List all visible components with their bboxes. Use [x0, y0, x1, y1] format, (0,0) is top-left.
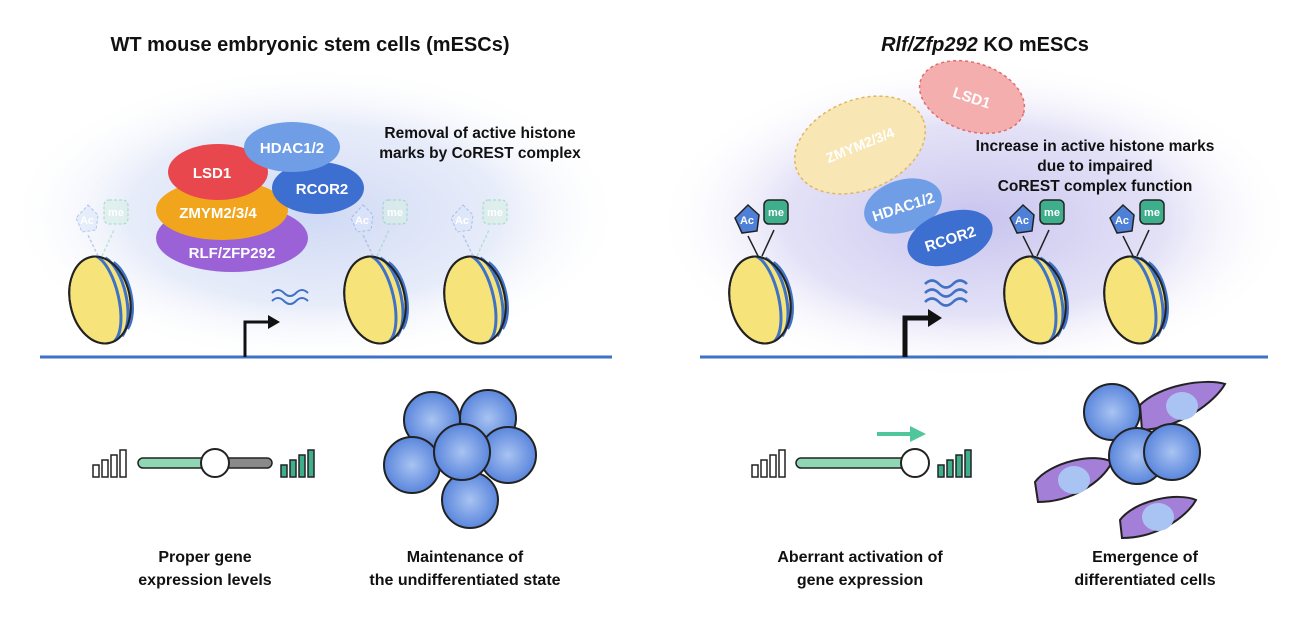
right-expression-slider	[751, 426, 972, 478]
tss-arrow-icon	[902, 315, 930, 357]
slider-knob	[900, 448, 930, 478]
me-mark	[1039, 199, 1065, 225]
annotation-line: Removal of active histone	[384, 125, 576, 142]
rlf-label: RLF/ZFP292	[189, 245, 276, 262]
hdac-label: HDAC1/2	[260, 140, 324, 157]
zmym-subunit	[156, 180, 288, 240]
caption-line: Proper gene	[158, 549, 252, 566]
me-mark-faded	[382, 199, 408, 225]
caption-line: differentiated cells	[1074, 572, 1216, 589]
left-annotation: Removal of active histone marks by CoRES…	[355, 124, 605, 164]
annotation-line: due to impaired	[1037, 158, 1153, 175]
ac-mark-faded	[450, 204, 474, 233]
transcript-wave-icon	[271, 289, 309, 297]
annotation-line: Increase in active histone marks	[975, 138, 1215, 155]
lsd1-label: LSD1	[193, 165, 231, 182]
caption-differentiated-cells: Emergence of differentiated cells	[1030, 546, 1260, 592]
me-mark-label: me	[768, 207, 784, 219]
transcript-wave-icon	[924, 279, 968, 289]
caption-undifferentiated-state: Maintenance of the undifferentiated stat…	[335, 546, 595, 592]
differentiated-cells	[1033, 380, 1227, 540]
me-mark-label: me	[487, 207, 503, 219]
left-panel-title: WT mouse embryonic stem cells (mESCs)	[110, 34, 510, 56]
ac-mark	[1109, 203, 1135, 234]
active-marks	[734, 199, 1165, 257]
stem-cell	[1083, 383, 1141, 441]
caption-line: the undifferentiated state	[369, 572, 561, 589]
gene-name-italic: Rlf/Zfp292	[881, 34, 978, 56]
ac-mark-label: Ac	[740, 215, 754, 227]
tss-arrowhead-icon	[928, 309, 942, 327]
caption-aberrant-activation: Aberrant activation of gene expression	[745, 546, 975, 592]
faded-marks	[75, 199, 508, 257]
annotation-line: CoREST complex function	[997, 178, 1193, 195]
zmym-label: ZMYM2/3/4	[179, 205, 257, 222]
ac-mark-label: Ac	[1115, 215, 1129, 227]
caption-proper-expression: Proper gene expression levels	[90, 546, 320, 592]
shift-arrowhead-icon	[910, 426, 926, 442]
title-rest: KO mESCs	[977, 34, 1089, 56]
ac-mark-label: Ac	[80, 215, 94, 227]
right-panel-title: Rlf/Zfp292 KO mESCs	[690, 34, 1280, 57]
caption-line: Aberrant activation of	[777, 549, 943, 566]
me-mark-faded	[103, 199, 129, 225]
me-mark	[1139, 199, 1165, 225]
lsd1-subunit-dissociated	[918, 59, 1026, 135]
me-mark-label: me	[1044, 207, 1060, 219]
transcript-wave-icon	[924, 288, 968, 298]
me-mark	[763, 199, 789, 225]
ac-mark	[734, 203, 760, 234]
caption-line: expression levels	[138, 572, 272, 589]
right-chromatin: Ac me Ac me Ac me	[700, 199, 1268, 359]
rcor2-label: RCOR2	[296, 181, 349, 198]
left-chromatin: Ac me Ac me Ac me	[40, 199, 612, 359]
tss-arrowhead-icon	[268, 315, 280, 329]
rcor2-subunit	[907, 209, 993, 267]
caption-line: Emergence of	[1092, 549, 1198, 566]
ac-mark-label: Ac	[455, 215, 469, 227]
left-expression-slider	[92, 448, 315, 478]
corest-complex-wt: RLF/ZFP292 ZMYM2/3/4 LSD1 RCOR2 HDAC1/2	[156, 122, 364, 272]
corest-complex-ko: ZMYM2/3/4 LSD1 HDAC1/2 RCOR2	[793, 59, 1026, 267]
annotation-line: marks by CoREST complex	[379, 145, 581, 162]
stem-cell-cluster	[383, 389, 537, 529]
tss-arrow-icon	[243, 320, 268, 357]
me-mark-faded	[482, 199, 508, 225]
me-mark-label: me	[1144, 207, 1160, 219]
slider-knob	[200, 448, 230, 478]
stem-cell	[1143, 423, 1201, 481]
caption-line: Maintenance of	[406, 549, 524, 566]
zmym-subunit-dissociated	[793, 95, 927, 195]
ac-mark-label: Ac	[355, 215, 369, 227]
lsd1-subunit	[168, 144, 268, 200]
ac-mark-faded	[75, 204, 99, 233]
ac-mark-label: Ac	[1015, 215, 1029, 227]
ac-mark-faded	[350, 204, 374, 233]
hdac-subunit	[244, 122, 340, 172]
me-mark-label: me	[108, 207, 124, 219]
ac-mark	[1009, 203, 1035, 234]
me-mark-label: me	[387, 207, 403, 219]
rcor2-subunit	[272, 162, 364, 214]
caption-line: gene expression	[796, 572, 924, 589]
hdac-subunit	[864, 178, 942, 234]
transcript-wave-icon	[271, 297, 309, 305]
transcript-wave-icon	[924, 297, 968, 307]
right-annotation: Increase in active histone marks due to …	[945, 137, 1245, 197]
